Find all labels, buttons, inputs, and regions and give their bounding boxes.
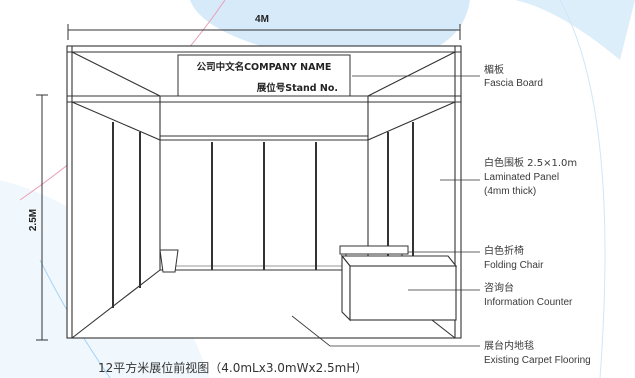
callout-chair: 白色折椅 Folding Chair [484, 244, 544, 271]
callout-carpet-cn: 展台内地毯 [484, 339, 534, 352]
top-dimension-label: 4M [255, 14, 269, 25]
top-dimension [67, 24, 461, 40]
waste-bin-icon [159, 249, 179, 273]
callout-fascia-cn: 楣板 [484, 63, 504, 76]
callout-panel: 白色围板 2.5×1.0m Laminated Panel (4mm thick… [484, 156, 577, 197]
callout-panel-en-1: Laminated Panel [484, 172, 559, 183]
fascia-stand-no: 展位号Stand No. [257, 82, 338, 94]
side-dimension [36, 94, 48, 341]
callout-panel-cn: 白色围板 2.5×1.0m [484, 156, 577, 169]
callout-chair-cn: 白色折椅 [484, 244, 524, 257]
fascia-board [177, 54, 351, 97]
callout-counter-cn: 咨询台 [484, 281, 514, 294]
diagram-caption: 12平方米展位前视图（4.0mLx3.0mWx2.5mH） [98, 360, 367, 375]
callout-carpet: 展台内地毯 Existing Carpet Flooring [484, 339, 591, 366]
callout-fascia-en: Fascia Board [484, 78, 543, 89]
callout-panel-en-2: (4mm thick) [484, 186, 536, 197]
callout-chair-en: Folding Chair [484, 260, 544, 271]
side-dimension-label: 2.5M [28, 209, 39, 231]
callout-carpet-en: Existing Carpet Flooring [484, 355, 591, 366]
callout-counter: 咨询台 Information Counter [484, 281, 573, 308]
bg-blue-arc-right [559, 0, 606, 378]
callout-fascia: 楣板 Fascia Board [484, 63, 543, 89]
leader-lines [291, 75, 480, 347]
fascia-company-name: 公司中文名COMPANY NAME [197, 61, 332, 73]
bg-blue-corner [515, 0, 635, 60]
callout-counter-en: Information Counter [484, 297, 573, 308]
information-counter-icon [340, 254, 458, 322]
